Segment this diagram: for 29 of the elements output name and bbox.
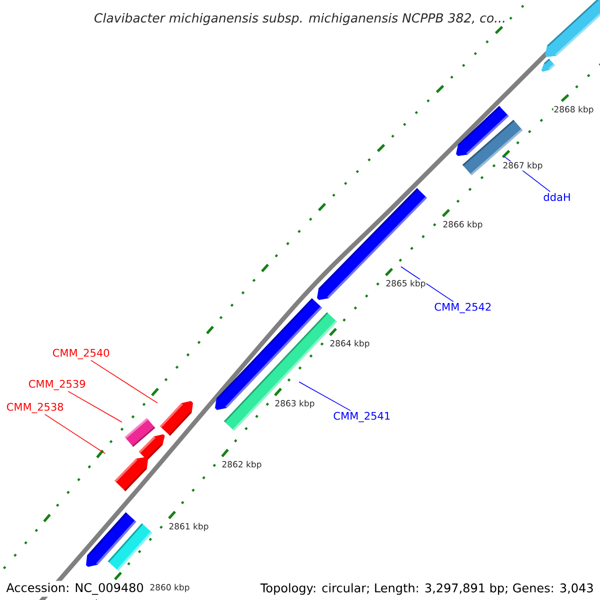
gene-block <box>108 523 152 571</box>
gene-label: CMM_2542 <box>434 302 491 314</box>
gene-label: CMM_2540 <box>52 348 110 360</box>
leader-line <box>44 414 106 454</box>
tick-label: 2861 kbp <box>168 522 210 532</box>
gene-feature <box>545 0 600 57</box>
gene-label: CMM_2541 <box>334 412 390 422</box>
title: Clavibacter michiganensis subsp. michiganensis NCPPB 382, co... <box>94 12 504 26</box>
gene-feature <box>541 58 555 72</box>
leader-line <box>298 381 351 412</box>
tick-label: 2862 kbp <box>221 460 262 470</box>
gene-feature <box>114 457 148 492</box>
topology-label: Topology: circular; Length: 3,297,891 bp; Genes: 3,043 <box>258 581 596 597</box>
gene-feature <box>160 401 193 436</box>
tick-label: 2868 kbp <box>553 105 594 115</box>
gene-label: CMM_2539 <box>28 380 86 390</box>
leader-line <box>90 360 158 404</box>
tick-label: 2867 kbp <box>502 161 544 171</box>
tick-label: 2860 kbp <box>149 583 190 593</box>
tick-label: 2864 kbp <box>329 339 370 349</box>
tick-label: 2863 kbp <box>274 399 316 409</box>
tick-label: 2866 kbp <box>442 220 484 230</box>
gene-label: ddaH <box>544 192 570 202</box>
gene-feature <box>138 434 165 460</box>
accession-label: Accession: NC_009480 <box>4 580 146 597</box>
tick-label: 2865 kbp <box>385 279 426 289</box>
leader-line <box>68 390 122 423</box>
gene-label: CMM_2538 <box>6 402 64 414</box>
leader-line <box>400 266 454 302</box>
